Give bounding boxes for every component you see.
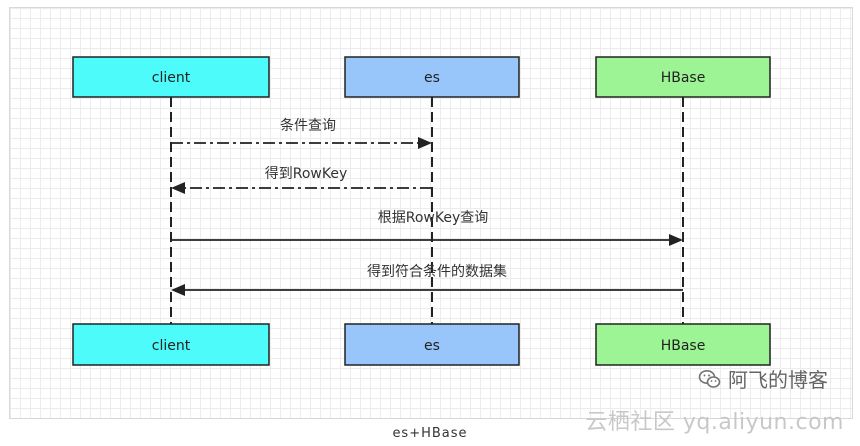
message-label-2: 得到RowKey (265, 165, 348, 182)
participant-label-client-bottom: client (152, 338, 191, 354)
figure-caption: es+HBase (392, 426, 468, 441)
participant-box-hbase-bottom (595, 323, 771, 366)
blog-name: 阿飞的博客 (728, 368, 828, 392)
arrowhead-3 (669, 234, 683, 246)
participant-label-hbase-top: HBase (661, 70, 706, 86)
message-label-4: 得到符合条件的数据集 (367, 263, 507, 280)
message-label-1: 条件查询 (280, 117, 336, 134)
arrowhead-4 (171, 284, 185, 296)
participant-label-client-top: client (152, 70, 191, 86)
participant-box-es-top (344, 56, 520, 98)
site-watermark: 云栖社区 yq.aliyun.com (585, 410, 844, 435)
participant-label-hbase-bottom: HBase (661, 338, 706, 354)
wechat-icon (698, 369, 721, 388)
participant-box-client-bottom (72, 323, 270, 366)
participant-label-es-bottom: es (424, 338, 440, 354)
message-label-3: 根据RowKey查询 (378, 210, 489, 226)
participant-label-es-top: es (424, 70, 440, 86)
arrowhead-1 (418, 137, 432, 149)
blog-watermark: 阿飞的博客 (698, 364, 828, 393)
arrowhead-2 (171, 182, 185, 194)
participant-box-client-top (72, 56, 270, 98)
participant-box-es-bottom (344, 323, 520, 366)
participant-box-hbase-top (595, 56, 771, 98)
